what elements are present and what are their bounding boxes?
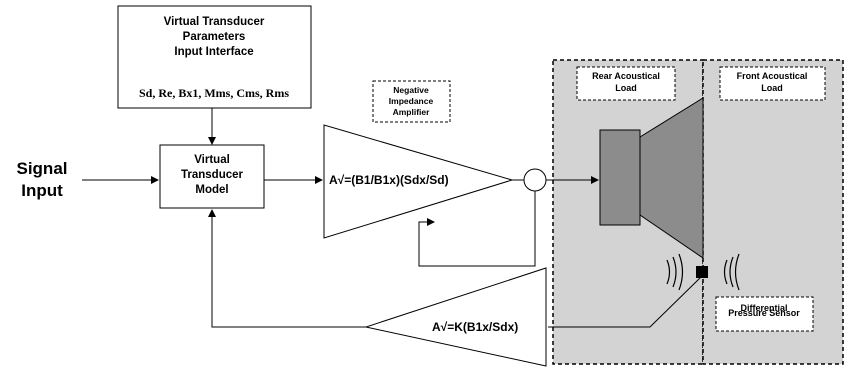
model-line-3: Model [195,184,228,196]
signal-input-line-2: Input [21,181,63,200]
transducer-model-box: Virtual Transducer Model [159,144,265,209]
amp-bottom-gain: A√=K(B1x/Sdx) [432,320,518,334]
nia-line-1: Negative [393,85,429,95]
sensor-block [696,266,708,278]
model-line-1: Virtual [194,154,230,166]
params-title-line-2: Parameters [183,31,246,43]
sound-wave-left-icon [666,253,684,291]
model-line-2: Transducer [181,169,244,181]
speaker-cone [639,97,704,259]
sensor-label-line-2: Pressure Sensor [728,308,800,318]
params-list: Sd, Re, Bx1, Mms, Cms, Rms [139,86,289,100]
params-title-line-1: Virtual Transducer [164,16,265,28]
feedback-loop-arrow [418,191,536,267]
sensor-label-line-1: Differential [740,303,787,313]
front-load-line-2: Load [761,83,783,93]
rear-load-label: Rear Acoustical Load [576,66,676,101]
sensor-feedback-arrow [208,209,366,328]
front-load-line-1: Front Acoustical [737,71,808,81]
pressure-sensor: Differential Pressure Sensor [666,253,814,332]
speaker-magnet [599,129,641,226]
loudspeaker [599,97,704,259]
sound-wave-right-icon [723,253,740,291]
summing-junction [523,168,547,192]
sensor-amplifier: A√=K(B1x/Sdx) [364,267,547,367]
rear-load-line-1: Rear Acoustical [592,71,660,81]
params-input-box: Virtual Transducer Parameters Input Inte… [117,5,312,109]
rear-load-line-2: Load [615,83,637,93]
nia-line-2: Impedance [389,96,434,106]
sensor-to-amp-line [548,276,702,328]
negative-impedance-amplifier: A√=(B1/B1x)(Sdx/Sd) [323,124,514,239]
nia-label: Negative Impedance Amplifier [372,80,451,123]
signal-input-line-1: Signal [16,159,67,178]
nia-line-3: Amplifier [393,107,431,117]
front-load-label: Front Acoustical Load [719,66,826,101]
params-title-line-3: Input Interface [174,46,253,58]
amp-top-gain: A√=(B1/B1x)(Sdx/Sd) [329,173,449,187]
